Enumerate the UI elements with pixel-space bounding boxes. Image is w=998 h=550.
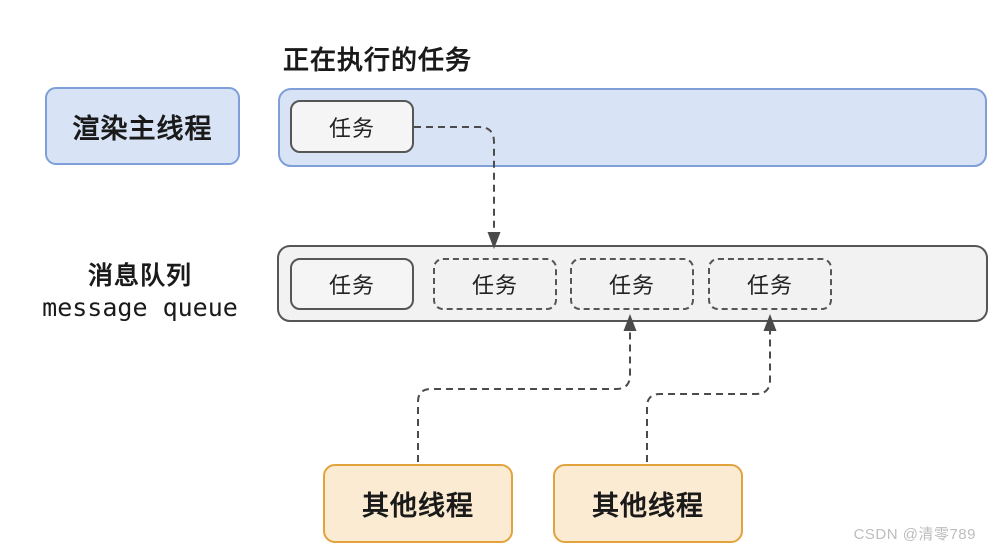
watermark: CSDN @清零789 [853,526,976,543]
queue-task-label: 任务 [328,273,375,298]
queue-task-box: 任务 [290,258,414,310]
queue-task-box: 任务 [708,258,832,310]
arrow-thread-2-to-queue [646,331,771,462]
other-thread-label: 其他线程 [592,491,704,521]
executing-task-title: 正在执行的任务 [283,45,473,75]
message-queue-bar: 任务 任务 任务 任务 [277,245,988,322]
message-queue-label-zh: 消息队列 [87,262,192,290]
queue-task-label: 任务 [608,273,655,298]
message-queue-label-en: message queue [42,293,238,322]
executing-task-bar: 任务 [278,88,987,167]
queue-task-label: 任务 [471,273,518,298]
queue-task-box: 任务 [570,258,694,310]
render-main-thread-label: 渲染主线程 [72,113,213,144]
executing-task-box: 任务 [290,100,414,153]
queue-task-box: 任务 [433,258,557,310]
render-main-thread-box: 渲染主线程 [45,87,240,165]
other-thread-box: 其他线程 [323,464,513,543]
other-thread-label: 其他线程 [362,491,474,521]
queue-task-label: 任务 [746,273,793,298]
executing-task-label: 任务 [328,115,375,141]
other-thread-box: 其他线程 [553,464,743,543]
message-queue-label: 消息队列 message queue [20,261,260,323]
arrow-thread-1-to-queue [417,331,631,462]
